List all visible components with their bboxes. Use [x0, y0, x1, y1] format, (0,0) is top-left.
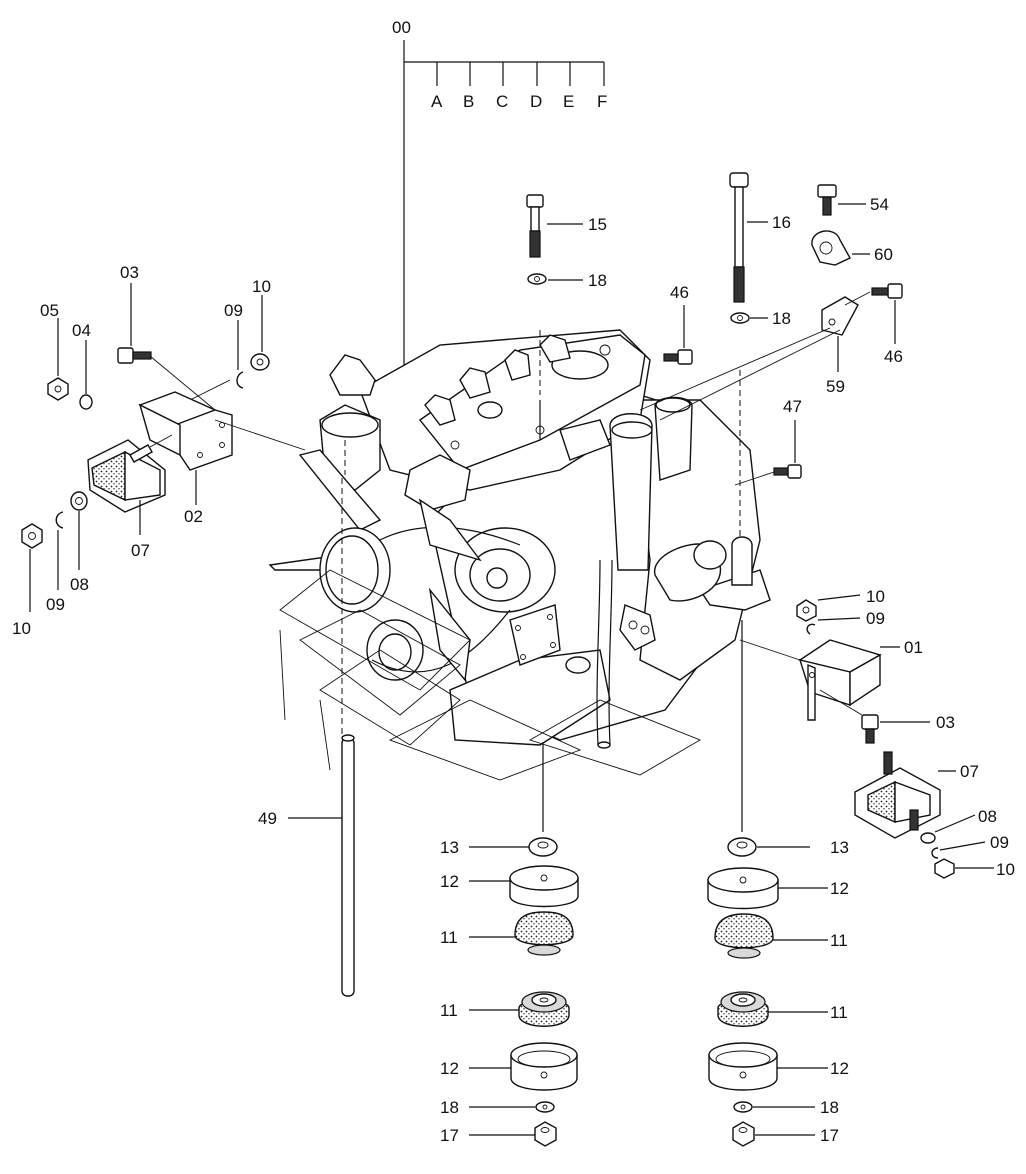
label-part-09-left: 09	[46, 595, 65, 614]
label-part-13-right: 13	[830, 838, 849, 857]
label-part-11-left-upper: 11	[440, 928, 458, 947]
label-part-10-left: 10	[12, 619, 31, 638]
label-part-12-left-lower: 12	[440, 1059, 459, 1078]
callout-labels: 00 A B C D E F 15 16 18 18 54 60 46 46 5…	[12, 18, 1015, 1145]
upper-right-bracket	[639, 184, 903, 486]
label-part-18-top-right: 18	[772, 309, 791, 328]
label-assembly-00: 00	[392, 18, 411, 37]
label-part-46-middle: 46	[670, 283, 689, 302]
label-part-09-right: 09	[990, 833, 1009, 852]
label-part-13-left: 13	[440, 838, 459, 857]
label-part-08-left: 08	[70, 575, 89, 594]
label-part-18-bottom-left: 18	[440, 1098, 459, 1117]
label-part-49: 49	[258, 809, 277, 828]
label-part-04: 04	[72, 321, 91, 340]
label-part-05: 05	[40, 301, 59, 320]
label-part-11-right-upper: 11	[830, 931, 848, 950]
right-mount-assembly	[739, 594, 994, 879]
label-part-02: 02	[184, 507, 203, 526]
label-part-46-right: 46	[884, 347, 903, 366]
label-part-60: 60	[874, 245, 893, 264]
label-part-08-right: 08	[978, 807, 997, 826]
label-part-03-left: 03	[120, 263, 139, 282]
label-part-16: 16	[772, 213, 791, 232]
label-part-17-right: 17	[820, 1126, 839, 1145]
label-variant-d: D	[530, 92, 542, 111]
label-variant-e: E	[563, 92, 574, 111]
engine-assembly	[268, 329, 771, 781]
label-part-11-left-lower: 11	[440, 1001, 458, 1020]
label-part-03-right: 03	[936, 713, 955, 732]
label-part-15: 15	[588, 215, 607, 234]
top-mount-bolts	[526, 172, 768, 324]
right-cushion-stack	[707, 620, 828, 1147]
label-part-09-right-top: 09	[866, 609, 885, 628]
assembly-tree	[403, 40, 605, 372]
label-variant-c: C	[496, 92, 508, 111]
label-part-07-right: 07	[960, 762, 979, 781]
label-part-10-right-top: 10	[866, 587, 885, 606]
label-part-10-top-left: 10	[252, 277, 271, 296]
label-variant-b: B	[463, 92, 474, 111]
label-part-07-left: 07	[131, 541, 150, 560]
left-mount-assembly	[21, 283, 306, 612]
label-part-12-left-upper: 12	[440, 872, 459, 891]
label-part-59: 59	[826, 377, 845, 396]
label-part-18-top-left: 18	[588, 271, 607, 290]
label-part-12-right-upper: 12	[830, 879, 849, 898]
label-part-09-top-left: 09	[224, 301, 243, 320]
label-part-12-right-lower: 12	[830, 1059, 849, 1078]
label-part-18-bottom-right: 18	[820, 1098, 839, 1117]
left-cushion-stack	[469, 742, 579, 1147]
label-part-10-right: 10	[996, 860, 1015, 879]
label-part-54: 54	[870, 195, 889, 214]
label-variant-f: F	[597, 92, 607, 111]
label-part-47: 47	[783, 397, 802, 416]
label-part-01: 01	[904, 638, 923, 657]
label-variant-a: A	[431, 92, 443, 111]
dipstick	[288, 734, 355, 997]
label-part-17-left: 17	[440, 1126, 459, 1145]
label-part-11-right-lower: 11	[830, 1003, 848, 1022]
